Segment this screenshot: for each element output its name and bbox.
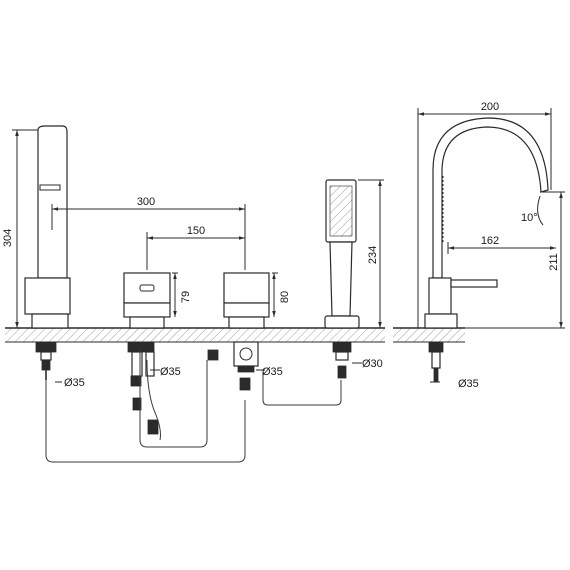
dim-valve-left-diameter: Ø35 [160,366,181,378]
dim-handshower-diameter: Ø30 [362,358,383,370]
undercounter-valve-right [207,341,259,391]
front-view: 304 300 150 79 80 234 Ø35 Ø35 Ø35 Ø30 [2,125,385,463]
hand-shower [324,179,360,329]
dim-side-reach: 162 [481,235,499,247]
valve-left [123,272,171,329]
undercounter-valve-left [127,341,159,435]
side-view: 200 10° 162 211 Ø35 [393,101,565,390]
countertop-front [5,327,385,343]
dim-side-angle: 10° [521,212,538,224]
dim-valve-left-height: 79 [180,291,192,303]
dim-spout-base-diameter: Ø35 [64,377,85,389]
dimension-lines-side [417,108,565,383]
valve-right [223,272,270,329]
dim-side-height: 211 [548,253,560,271]
dim-spacing-outer: 300 [137,196,155,208]
dim-valve-right-diameter: Ø35 [262,366,283,378]
spout-column [24,125,71,329]
undercounter-handshower [332,341,352,379]
spout-side [424,117,549,329]
dimension-lines-front [12,129,384,383]
countertop-side [393,327,465,343]
dim-handshower-height: 234 [367,246,379,264]
dim-spout-height: 304 [2,229,14,247]
dim-valve-right-height: 80 [279,291,291,303]
hoses [45,350,342,463]
dim-side-width: 200 [481,101,499,113]
undercounter-spout [35,341,57,380]
dim-side-base-diameter: Ø35 [458,378,479,390]
dim-spacing-inner: 150 [187,225,205,237]
undercounter-side [428,341,444,383]
